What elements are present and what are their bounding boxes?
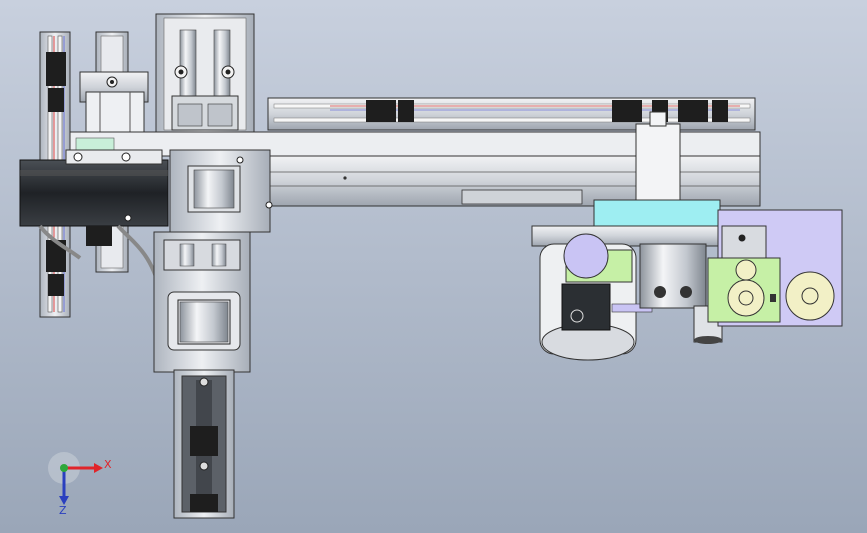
servo-motor[interactable] [19, 149, 169, 291]
triad-x-label: X [104, 458, 112, 471]
z-axis-actuator[interactable] [155, 13, 255, 135]
roller-module[interactable] [707, 209, 843, 327]
triad-z-label: Z [59, 504, 67, 517]
coupling-housing[interactable] [124, 149, 273, 233]
z-axis-lower-housing[interactable] [153, 231, 251, 373]
gripper-post[interactable] [593, 111, 721, 231]
x-axis-beam[interactable] [267, 97, 756, 131]
coordinate-triad: X Z [48, 452, 112, 517]
z-axis-lower-rail[interactable] [173, 369, 235, 519]
